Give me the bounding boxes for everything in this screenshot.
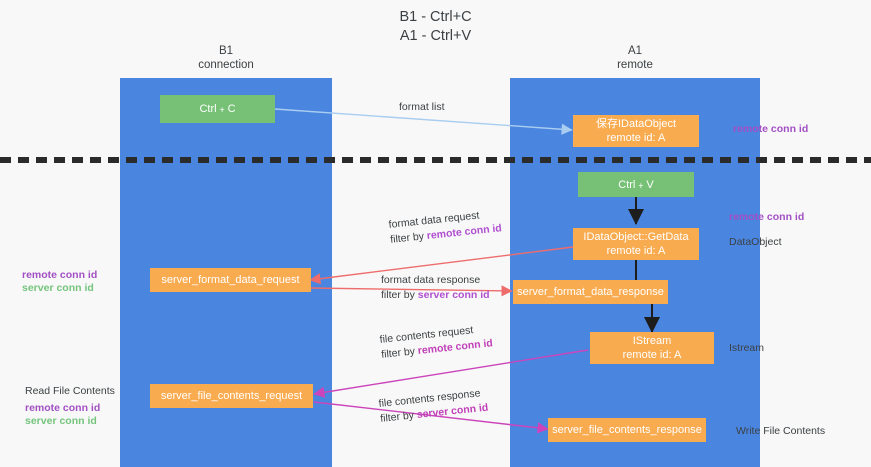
edge-label-format-list: format list [399,101,445,113]
annotation-left-server-conn-2: server conn id [25,415,97,427]
wire-format-list [274,108,573,135]
node-server-format-data-request[interactable]: server_format_data_request [150,268,311,292]
annotation-left-remote-conn: remote conn id [22,269,98,281]
phase-divider [0,157,871,163]
annotation-dataobject: DataObject [729,236,782,248]
edge-label-line2: filter by server conn id [381,289,490,301]
wire-format-data-request [309,246,574,285]
annotation-write-file-contents: Write File Contents [736,425,826,437]
annotation-remote-conn-top: remote conn id [733,123,809,135]
annotation-left-conn-ids: remote conn id server conn id [22,269,97,295]
node-istream[interactable]: IStream remote id: A [590,332,714,364]
edge-label-format-data-response: format data response filter by server co… [381,273,490,303]
lane-header-b1: B1 connection [198,45,254,71]
node-server-file-contents-request[interactable]: server_file_contents_request [150,384,313,408]
wire-file-contents-request [313,349,589,398]
node-server-format-data-response[interactable]: server_format_data_response [513,280,668,304]
annotation-left-server-conn: server conn id [22,282,94,294]
annotation-remote-conn-mid: remote conn id [729,211,805,223]
annotation-left-read-file-block: Read File Contents remote conn id server… [25,385,115,428]
annotation-istream: Istream [729,342,765,354]
node-ctrl-c[interactable]: Ctrl﹢C [160,95,275,123]
node-get-idataobject[interactable]: 保存IDataObject remote id: A [573,115,699,147]
node-idataobject-getdata[interactable]: IDataObject::GetData remote id: A [573,228,699,260]
annotation-left-remote-conn-2: remote conn id [25,402,101,414]
node-ctrl-v[interactable]: Ctrl﹢V [578,172,694,197]
node-server-file-contents-response[interactable]: server_file_contents_response [548,418,706,442]
edge-label-line1: format data response [381,274,481,286]
lane-header-a1: A1 remote [617,45,653,71]
diagram-title: B1 - Ctrl+C A1 - Ctrl+V [399,9,472,44]
annotation-read-file-contents: Read File Contents [25,385,115,397]
wire-format-data-response [309,285,513,297]
wire-file-contents-response [313,401,549,434]
